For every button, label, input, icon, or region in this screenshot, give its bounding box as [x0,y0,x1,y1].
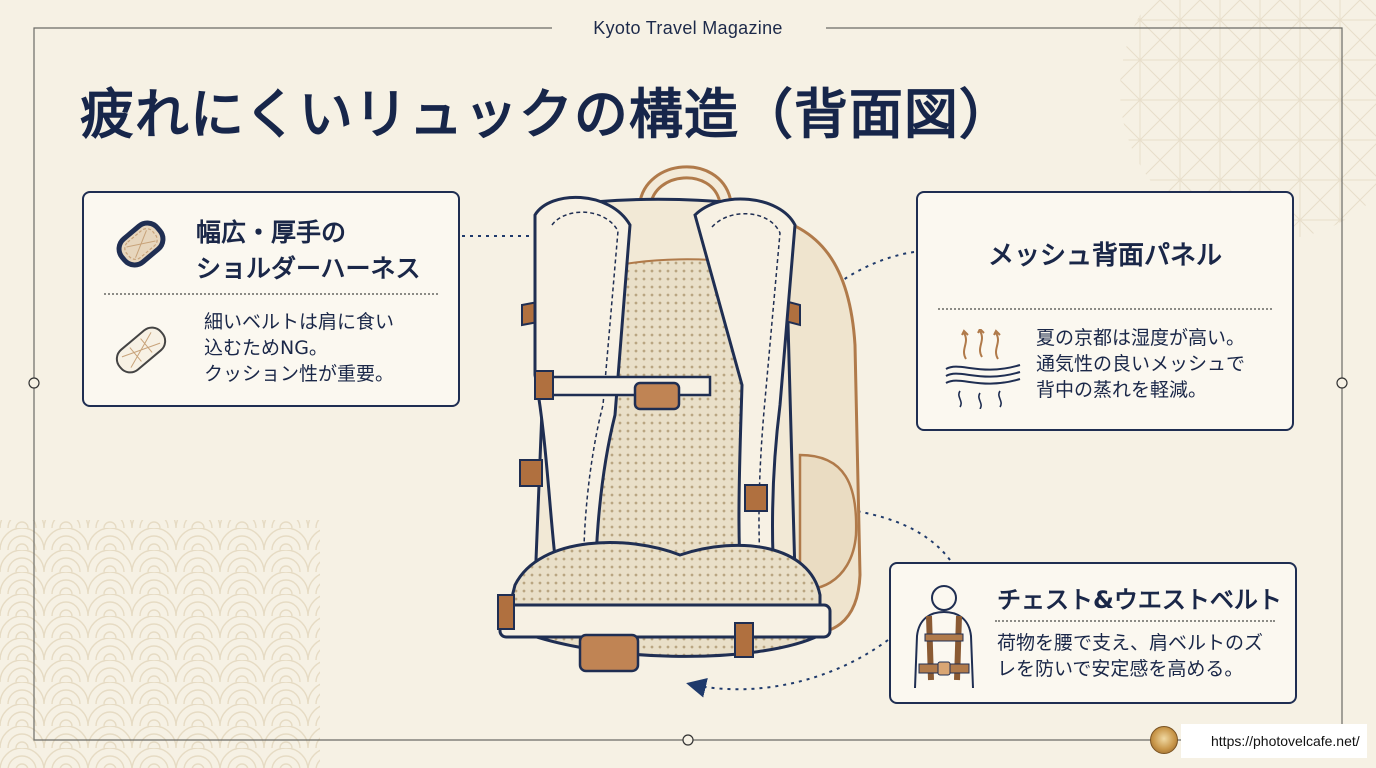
belt-divider [995,620,1275,622]
mesh-divider [938,308,1272,310]
harness-text-line2: 込むためNG。 [204,337,328,360]
harness-card: 幅広・厚手の ショルダーハーネス 細いベルトは肩に食い 込むためNG。 クッショ… [82,191,460,407]
belt-card: チェスト&ウエストベルト 荷物を腰で支え、肩ベルトのズ レを防いで安定感を高める… [889,562,1297,704]
site-logo-icon [1150,726,1178,754]
arrow-chest-belt [778,495,951,561]
belt-heading: チェスト&ウエストベルト [997,586,1282,614]
mesh-card: メッシュ背面パネル 夏の京都は湿度が高い。 通気性の良いメッシュで 背中の蒸れを… [916,191,1294,431]
harness-divider [104,293,438,295]
belt-description: 荷物を腰で支え、肩ベルトのズ レを防いで安定感を高める。 [997,630,1263,682]
harness-heading-line2: ショルダーハーネス [196,253,421,283]
frame-dot-right [1336,377,1348,389]
harness-text-line3: クッション性が重要。 [204,363,395,386]
harness-heading: 幅広・厚手の ショルダーハーネス [196,215,421,286]
asanoha-pattern [1120,0,1376,240]
mesh-description: 夏の京都は湿度が高い。 通気性の良いメッシュで 背中の蒸れを軽減。 [1036,325,1245,404]
wave-pattern [0,520,320,768]
waist-belt [498,603,832,639]
belt-text-line1: 荷物を腰で支え、肩ベルトのズ [997,632,1264,654]
chest-belt [538,375,712,397]
thick-strap-pad-icon [116,220,166,268]
magazine-name: Kyoto Travel Magazine [593,18,783,38]
mesh-text-line1: 夏の京都は湿度が高い。 [1036,327,1246,349]
frame-dot-left [28,377,40,389]
mesh-text-line3: 背中の蒸れを軽減。 [1036,379,1208,402]
frame-dot-bottom [682,734,694,746]
hip-belt-padding [503,541,822,658]
belt-text-line2: レを防いで安定感を高める。 [997,658,1244,681]
waist-buckle [578,633,640,673]
chest-buckle [633,381,681,411]
page-title: 疲れにくいリュックの構造（背面図） [80,82,1014,146]
ventilation-mesh-icon [945,329,1021,409]
harness-text-line1: 細いベルトは肩に食い [204,311,395,333]
harness-heading-line1: 幅広・厚手の [196,218,347,247]
thin-strap-pad-icon [115,326,167,374]
mesh-heading: メッシュ背面パネル [987,241,1222,271]
mesh-text-line2: 通気性の良いメッシュで [1036,353,1246,376]
person-wearing-belts-icon [914,585,974,689]
harness-description: 細いベルトは肩に食い 込むためNG。 クッション性が重要。 [204,309,394,388]
site-url[interactable]: https://photovelcafe.net/ [1181,724,1367,758]
backpack-illustration [497,165,862,673]
